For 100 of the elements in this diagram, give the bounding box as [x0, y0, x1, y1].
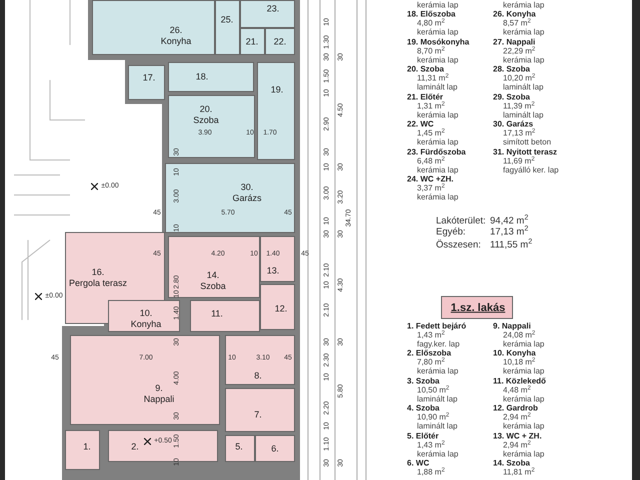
floor-material: kerámia lap [503, 449, 544, 458]
room-name: 4. Szoba [407, 404, 440, 413]
room [215, 0, 240, 55]
room-number: 20. [200, 104, 212, 115]
room-area: 1,45 m$^{2}$ [417, 128, 445, 138]
room [265, 28, 295, 55]
heading-box [441, 296, 513, 319]
floor-material: laminált lap [417, 82, 458, 92]
room-name: 14. Szoba [493, 458, 530, 468]
room-name: 18. Előszoba [407, 10, 456, 18]
room-name: Garázs [232, 193, 262, 204]
room-number: 23. [266, 4, 280, 14]
room [168, 95, 255, 158]
room-area: 4,80 m$^{2}$ [417, 18, 445, 28]
floor-material: fagy.ker. lap [417, 340, 460, 348]
room [257, 62, 295, 160]
room-area: 2,94 m$^{2}$ [503, 412, 531, 422]
room [165, 163, 295, 233]
floor-material: kerámia lap [417, 138, 458, 146]
room-number: 16. [92, 267, 104, 278]
room-name: Nappali [144, 394, 174, 405]
area-summary: Lakóterület: [436, 216, 486, 226]
room-number: 11. [211, 308, 223, 320]
room-name: Szoba [193, 115, 219, 126]
room-number: 9. [155, 383, 163, 394]
room-name: 2. Előszoba [407, 348, 452, 358]
room-area: 4,48 m$^{2}$ [503, 385, 531, 394]
room-name: Szoba [200, 281, 226, 292]
room-name: 31. Nyitott terasz [493, 147, 558, 156]
room-area: 10,50 m$^{2}$ [417, 385, 450, 394]
room-number: 12. [274, 304, 288, 314]
room [260, 284, 295, 330]
room-name: 11. Közlekedő [493, 376, 546, 386]
room-number: 2. [131, 442, 139, 452]
floor-material: fagyálló ker. lap [503, 165, 559, 174]
floor-material: kerámia lap [503, 55, 544, 64]
room-area: 8,70 m$^{2}$ [417, 46, 445, 55]
room-area: 2,94 m$^{2}$ [503, 440, 531, 450]
room-area: 1,43 m$^{2}$ [417, 440, 445, 450]
room [240, 0, 295, 28]
room [108, 300, 180, 332]
room-number: 13. [266, 266, 280, 276]
floor-material: kerámia lap [417, 55, 458, 64]
floor-material: kerámia lap [417, 366, 458, 376]
room-name: 5. Előtér [407, 431, 439, 440]
room [225, 435, 255, 462]
floor-material: kerámia lap [417, 449, 458, 458]
floor-material: laminált lap [503, 110, 544, 119]
room-number: 25. [220, 14, 234, 26]
floor-material: laminált lap [417, 394, 458, 404]
room-area: 7,80 m$^{2}$ [417, 358, 445, 367]
room-area: 24,08 m$^{2}$ [503, 330, 536, 340]
room-number: 19. [270, 84, 284, 96]
room-area: 1,88 m$^{2}$ [417, 468, 445, 476]
area-summary: 111,55 m$^{2}$ [490, 240, 532, 250]
room-area: 11,39 m$^{2}$ [503, 101, 535, 110]
floor-material: laminált lap [417, 422, 458, 431]
room-name: 27. Nappali [493, 37, 536, 46]
room-number: 17. [142, 72, 156, 84]
room [225, 388, 295, 432]
room-area: 1,31 m$^{2}$ [417, 101, 445, 110]
room-number: 10. [140, 308, 152, 319]
room [65, 430, 100, 470]
floor-material: kerámia lap [417, 192, 458, 202]
area-summary: Egyéb: [436, 226, 466, 238]
room-name: 29. Szoba [493, 92, 530, 101]
room-number: 30. [240, 182, 254, 193]
room-number: 22. [274, 36, 286, 48]
room-area: 11,69 m$^{2}$ [503, 156, 535, 165]
floor-material: simított beton [503, 138, 552, 146]
room-area: 22,29 m$^{2}$ [503, 46, 536, 55]
room [225, 335, 295, 385]
room-name: 22. WC [407, 120, 434, 128]
area-summary: Összesen: [436, 240, 481, 250]
room-area: 1,43 m$^{2}$ [417, 330, 445, 340]
room-area: 11,81 m$^{2}$ [503, 468, 535, 476]
room-name: 10. Konyha [493, 348, 536, 358]
room [255, 435, 295, 462]
room [190, 300, 260, 332]
room-name: 9. Nappali [493, 322, 531, 330]
floor-material: kerámia lap [417, 110, 458, 119]
room [92, 0, 215, 55]
floor-material: kerámia lap [503, 0, 544, 10]
area-summary: 94,42 m$^{2}$ [490, 216, 528, 226]
room-name: 26. Konyha [493, 10, 536, 18]
room [240, 28, 265, 55]
floor-material: kerámia lap [503, 340, 544, 348]
room-name: 24. WC +ZH. [407, 174, 454, 184]
room-area: 11,31 m$^{2}$ [417, 74, 449, 82]
floor-material: kerámia lap [417, 0, 458, 10]
heading: 1.sz. lakás [450, 300, 506, 316]
room-name: 6. WC [407, 458, 430, 468]
room-number: 5. [235, 442, 243, 452]
room-area: 8,57 m$^{2}$ [503, 18, 531, 28]
room-number: 21. [246, 36, 258, 48]
room [260, 236, 295, 282]
room-name: 30. Garázs [493, 120, 534, 128]
floor-material: kerámia lap [417, 28, 458, 36]
room-name: 21. Előtér [407, 92, 444, 101]
room-name: 28. Szoba [493, 64, 530, 74]
